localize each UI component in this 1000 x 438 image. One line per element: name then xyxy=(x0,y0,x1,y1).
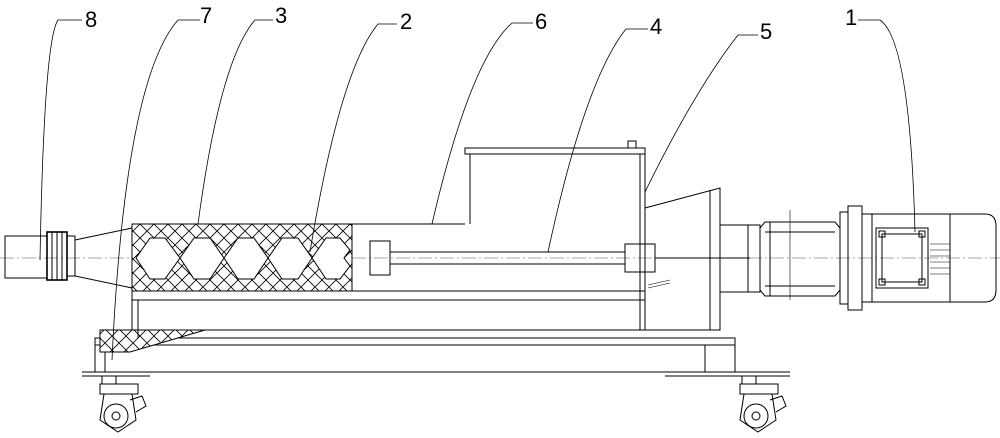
caster-left xyxy=(100,376,146,432)
caster-right xyxy=(740,376,786,432)
label-part-4: 4 xyxy=(650,14,662,39)
screen-cylinder xyxy=(132,224,352,291)
screw-shaft xyxy=(370,241,750,288)
label-part-8: 8 xyxy=(85,7,97,32)
part-labels: 8 7 3 2 6 4 5 1 xyxy=(85,3,857,44)
bearing-housing xyxy=(645,188,748,330)
label-part-2: 2 xyxy=(400,9,412,34)
label-part-3: 3 xyxy=(275,3,287,28)
label-part-7: 7 xyxy=(200,3,212,28)
leader-lines xyxy=(40,20,915,360)
feed-hopper xyxy=(465,141,645,330)
label-part-1: 1 xyxy=(845,5,857,30)
label-part-5: 5 xyxy=(760,19,772,44)
base-frame xyxy=(82,300,790,376)
label-part-6: 6 xyxy=(535,9,547,34)
